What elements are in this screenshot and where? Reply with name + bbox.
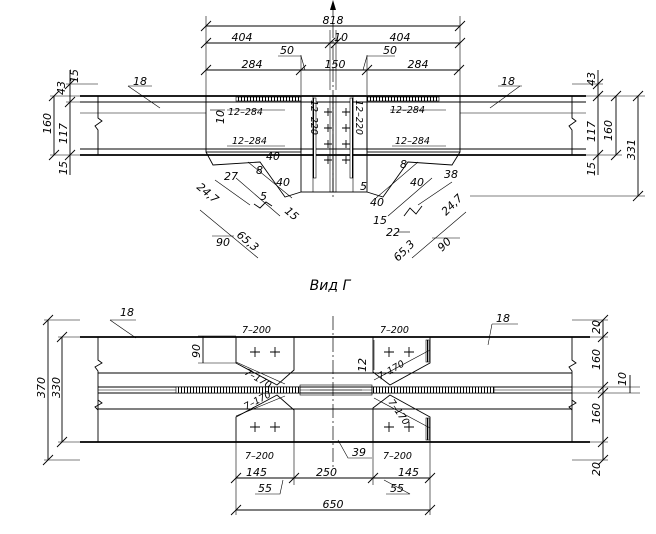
bottom-left-dimensions [42,314,98,466]
dim-15-left-top: 15 [68,69,81,83]
top-bolts [324,108,350,164]
plate-label-tr: 12–284 [390,105,425,116]
dim-404-right: 404 [390,31,411,44]
dim-15-right: 15 [585,162,598,176]
dim-160-left: 160 [41,113,54,134]
dim-370: 370 [35,377,48,398]
dim-5-left: 5 [260,190,267,203]
top-view: 818 404 10 404 50 50 284 150 284 18 18 4… [41,0,645,264]
beam-mark-bottom-right: 18 [496,312,510,325]
bottom-view: 18 18 7–200 7–200 7–200 7–200 90 12 7–17… [35,306,640,516]
top-gussets [199,151,467,259]
dim-65-3-left: 65,3 [234,228,261,254]
view-title: Вид Г [310,278,352,294]
top-left-dimensions [48,70,225,175]
dim-12-bottom: 12 [356,358,369,372]
dim-818: 818 [323,14,344,27]
dim-50-left: 50 [280,44,294,57]
vert-plate-label-right: 12–220 [353,100,364,135]
dim-24-7-left: 24,7 [194,180,221,206]
plate-label-bl: 12–284 [232,136,267,147]
dim-117-right: 117 [585,121,598,142]
beam-mark-bottom-left: 18 [120,306,134,319]
dim-8-left: 8 [256,164,263,177]
beam-mark-left: 18 [133,75,147,88]
dim-55-left: 55 [258,482,272,495]
dim-10-gap: 10 [334,31,348,44]
dim-650: 650 [323,498,344,511]
plate-label-tl: 12–284 [228,107,263,118]
dim-15-right: 15 [373,214,387,227]
dim-43-left: 43 [55,81,68,95]
dim-145-left: 145 [246,466,267,479]
dim-5-right: 5 [360,180,367,193]
dim-90-bottom: 90 [190,344,203,358]
dim-284-right: 284 [408,58,429,71]
dim-43-right: 43 [585,72,598,86]
dim-50-right: 50 [383,44,397,57]
dim-38: 38 [444,168,458,181]
dim-10-left: 10 [214,110,227,124]
dim-404-left: 404 [232,31,253,44]
dim-40-right-a: 40 [410,176,424,189]
dim-160-top: 160 [590,349,603,370]
dim-27: 27 [224,170,238,183]
bottom-beams [80,319,590,443]
dim-40-left-a: 40 [266,150,280,163]
dim-65-3-right: 65,3 [391,238,418,265]
bottom-plates [235,336,431,443]
dim-160-right: 160 [602,120,615,141]
dim-160-bottom: 160 [590,403,603,424]
beam-mark-right: 18 [501,75,515,88]
dim-90-left: 90 [216,236,230,249]
top-right-dimensions [470,70,645,202]
dim-15-left: 15 [282,204,301,223]
vert-plate-label-left: 12–220 [308,100,319,135]
plate-label-bottom-bl: 7–200 [245,451,274,462]
plate-label-bottom-br: 7–200 [383,451,412,462]
bottom-right-dimensions [572,314,640,466]
dim-150: 150 [325,58,346,71]
dim-40-left-b: 40 [276,176,290,189]
dim-10-bottom: 10 [616,372,629,386]
dim-284-left: 284 [242,58,263,71]
dim-331: 331 [625,139,638,160]
bottom-dimension-chains [198,335,436,516]
plate-label-br: 12–284 [395,136,430,147]
dim-330: 330 [50,377,63,398]
dim-55-right: 55 [390,482,404,495]
dim-145-right: 145 [398,466,419,479]
dim-117-left: 117 [57,123,70,144]
diag-label-tr: 7–170 [376,359,407,383]
dim-8-right: 8 [400,158,407,171]
dim-250: 250 [316,466,337,479]
bottom-bolts [250,347,414,432]
dim-22: 22 [386,226,400,239]
plate-label-bottom-tr: 7–200 [380,325,409,336]
dim-20-bottom: 20 [590,462,603,476]
dim-39: 39 [352,446,366,459]
dim-15-left-bottom: 15 [57,161,70,175]
top-splice-plates [205,95,461,193]
dim-20-top: 20 [590,320,603,334]
dim-24-7-right: 24,7 [439,192,466,219]
dim-40-right-b: 40 [370,196,384,209]
plate-label-bottom-tl: 7–200 [242,325,271,336]
top-dimension-chains [200,0,466,100]
